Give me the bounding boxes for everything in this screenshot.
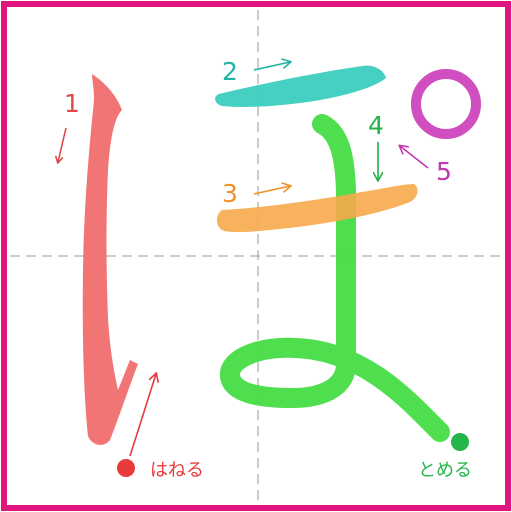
stroke-1 [82, 74, 138, 445]
stroke-5 [411, 69, 481, 139]
right-arrow-icon [253, 186, 290, 195]
stroke-number-2: 2 [222, 57, 238, 86]
hane-dot [117, 459, 135, 477]
stroke-2 [215, 65, 386, 107]
hane-arrow-icon [129, 374, 156, 457]
tome-dot [451, 433, 469, 451]
right-arrow-icon [253, 62, 290, 71]
stroke-number-5: 5 [436, 157, 452, 186]
stroke-3 [216, 184, 418, 233]
hane-label: はねる [150, 460, 204, 481]
tome-label: とめる [418, 460, 472, 481]
up-left-arrow-icon [400, 146, 429, 169]
stroke-4 [220, 114, 450, 442]
stroke-number-1: 1 [64, 89, 80, 118]
stroke-number-3: 3 [222, 179, 238, 208]
down-arrow-icon [58, 127, 67, 162]
stroke-number-4: 4 [368, 111, 384, 140]
